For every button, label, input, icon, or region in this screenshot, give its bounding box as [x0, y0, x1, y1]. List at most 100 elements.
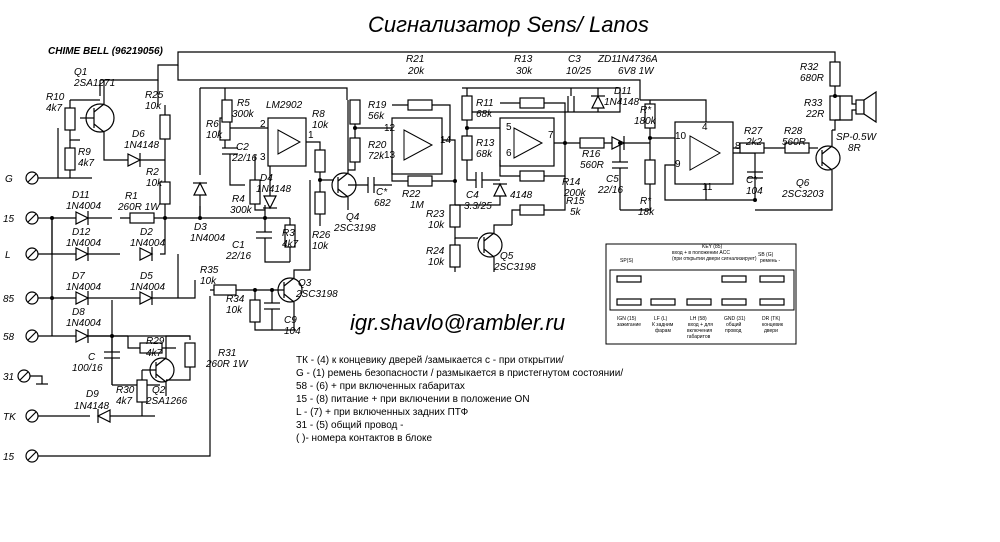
- diagram-subtitle: CHIME BELL (96219056): [48, 46, 164, 57]
- svg-text:2: 2: [260, 119, 266, 130]
- svg-text:D12: D12: [72, 227, 91, 238]
- opamp-2: 12 13 14: [384, 117, 452, 175]
- svg-text:C3: C3: [568, 54, 581, 65]
- svg-text:R26: R26: [312, 230, 331, 241]
- svg-text:вход + для: вход + для: [688, 322, 713, 328]
- svg-text:1N4148: 1N4148: [256, 184, 291, 195]
- svg-text:1N4004: 1N4004: [66, 282, 101, 293]
- svg-text:D8: D8: [72, 307, 85, 318]
- svg-text:R15: R15: [566, 196, 585, 207]
- svg-text:R20: R20: [368, 140, 387, 151]
- svg-text:2SC3198: 2SC3198: [333, 223, 376, 234]
- r24-resistor: R24 10k: [426, 244, 461, 268]
- svg-text:1N4004: 1N4004: [130, 282, 165, 293]
- terminal-tk: TK: [3, 409, 39, 423]
- svg-text:1N4004: 1N4004: [130, 238, 165, 249]
- svg-text:20k: 20k: [407, 66, 425, 77]
- svg-text:3.3/25: 3.3/25: [464, 201, 492, 212]
- legend-line: ТК - (4) к концевику дверей /замыкается …: [296, 355, 564, 366]
- svg-text:C9: C9: [284, 315, 297, 326]
- r32-resistor: R32 680R: [800, 61, 841, 87]
- svg-text:200k: 200k: [563, 188, 587, 199]
- svg-text:KEY (85): KEY (85): [702, 244, 723, 250]
- diagram-title: Сигнализатор Sens/ Lanos: [368, 12, 649, 37]
- r26-resistor: R26 10k: [312, 191, 331, 252]
- terminal-85: 85: [3, 291, 39, 305]
- d7-diode: D7 1N4004: [66, 271, 101, 305]
- svg-text:D9: D9: [86, 389, 99, 400]
- svg-text:Q6: Q6: [796, 178, 810, 189]
- svg-text:R5: R5: [237, 98, 250, 109]
- svg-text:Q5: Q5: [500, 251, 514, 262]
- svg-text:10k: 10k: [428, 257, 445, 268]
- svg-text:Q3: Q3: [298, 278, 312, 289]
- svg-text:10k: 10k: [145, 101, 162, 112]
- cstar-capacitor-2: C* 104: [746, 171, 763, 197]
- legend-line: ( )- номера контактов в блоке: [296, 432, 433, 444]
- svg-text:D4: D4: [260, 173, 273, 184]
- svg-text:2SA1271: 2SA1271: [73, 78, 115, 89]
- d8-diode: D8 1N4004: [66, 307, 101, 343]
- terminal-l: L: [5, 247, 39, 261]
- svg-text:LH (58): LH (58): [690, 316, 707, 322]
- svg-text:5k: 5k: [570, 207, 582, 218]
- r11-resistor: R11 68k: [461, 95, 494, 121]
- svg-text:100/16: 100/16: [72, 363, 103, 374]
- opamp-4: 10 9 8 4 11: [674, 121, 741, 193]
- svg-text:4k7: 4k7: [146, 348, 163, 359]
- svg-text:2SC3198: 2SC3198: [493, 262, 536, 273]
- svg-text:Q1: Q1: [74, 67, 87, 78]
- d5-diode: D5 1N4004: [130, 271, 165, 305]
- svg-text:3: 3: [260, 152, 266, 163]
- svg-text:SP(S): SP(S): [620, 258, 634, 264]
- svg-text:GND (31): GND (31): [724, 316, 746, 322]
- svg-text:C*: C*: [376, 187, 388, 198]
- svg-text:R6: R6: [206, 119, 219, 130]
- svg-text:10k: 10k: [200, 276, 217, 287]
- svg-text:6V8 1W: 6V8 1W: [618, 66, 655, 77]
- svg-text:двери: двери: [764, 328, 778, 334]
- cstar-capacitor-1: C* 682: [367, 177, 391, 209]
- c-capacitor: C 100/16: [72, 351, 120, 374]
- q5-transistor: Q5 2SC3198: [477, 232, 536, 273]
- svg-text:D5: D5: [140, 271, 153, 282]
- svg-text:1N4004: 1N4004: [66, 318, 101, 329]
- svg-text:(при открытии двери сигнализир: (при открытии двери сигнализирует): [672, 256, 757, 262]
- svg-text:10k: 10k: [312, 120, 329, 131]
- svg-text:2k2: 2k2: [745, 137, 763, 148]
- svg-text:R4: R4: [232, 194, 245, 205]
- svg-text:560R: 560R: [782, 137, 806, 148]
- r33-resistor: R33 22R: [804, 95, 841, 121]
- svg-text:R1: R1: [125, 191, 138, 202]
- q4-transistor: Q4 2SC3198: [331, 172, 376, 234]
- svg-text:C*: C*: [746, 175, 758, 186]
- svg-text:10k: 10k: [428, 220, 445, 231]
- r25-resistor: R25 10k: [145, 90, 171, 140]
- r3-resistor: R3 4k7: [282, 224, 299, 250]
- terminal-g: G: [5, 171, 39, 185]
- d6-diode: D6 1N4148: [124, 129, 159, 167]
- svg-text:R2: R2: [146, 167, 159, 178]
- svg-text:1N4148: 1N4148: [124, 140, 159, 151]
- d3-diode: D3 1N4004: [190, 181, 225, 244]
- svg-text:R16: R16: [582, 149, 601, 160]
- svg-text:R13: R13: [476, 138, 495, 149]
- svg-text:8R: 8R: [848, 143, 861, 154]
- svg-text:R22: R22: [402, 189, 421, 200]
- svg-text:4k7: 4k7: [78, 158, 95, 169]
- svg-text:D6: D6: [132, 129, 145, 140]
- svg-text:10k: 10k: [146, 178, 163, 189]
- r28-resistor: R28 560R: [782, 126, 810, 154]
- r9-resistor: R9 4k7: [64, 147, 95, 171]
- svg-text:300k: 300k: [230, 205, 253, 216]
- svg-text:2SC3198: 2SC3198: [295, 289, 338, 300]
- svg-text:1N4004: 1N4004: [66, 201, 101, 212]
- svg-text:R21: R21: [406, 54, 424, 65]
- svg-text:G: G: [5, 174, 13, 185]
- svg-text:2SA1266: 2SA1266: [145, 396, 188, 407]
- svg-text:68k: 68k: [476, 149, 493, 160]
- r10-resistor: R10 4k7: [46, 92, 76, 131]
- svg-text:1N4004: 1N4004: [190, 233, 225, 244]
- svg-text:IGN (15): IGN (15): [617, 316, 637, 322]
